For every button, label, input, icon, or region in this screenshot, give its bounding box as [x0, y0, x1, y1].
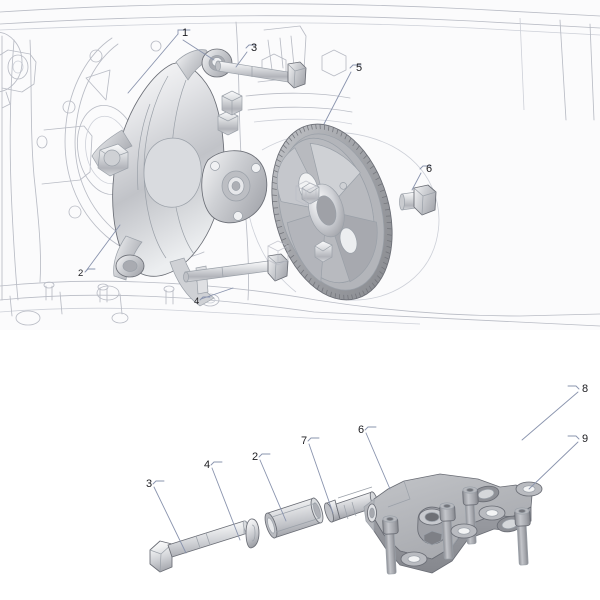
- leader-3: [235, 51, 248, 68]
- callout-label-9: 9: [582, 433, 588, 445]
- callout-label-4-bottom: 4: [204, 459, 210, 471]
- callouts-top: 1 3 5 6 2: [78, 27, 432, 307]
- leader-4-top: [200, 287, 234, 300]
- leader-5: [323, 71, 352, 125]
- pump-mount-ear-left: [97, 143, 129, 177]
- leader-2-top: [85, 224, 121, 272]
- leader-1-tick: [177, 29, 191, 35]
- callout-label-4-top: 4: [194, 296, 199, 307]
- pump-mount-ear-bottom: [115, 254, 145, 278]
- bracket-center-boss: [417, 506, 449, 546]
- block-nut-cluster: [267, 180, 317, 266]
- panel-water-pump-installed: 1 3 5 6 2: [0, 3, 600, 327]
- block-hex-boss: [221, 90, 243, 116]
- washer: [400, 551, 428, 567]
- panel-idler-bracket-exploded: 3 4 2 7 6 8: [0, 335, 600, 600]
- callout-label-8: 8: [582, 383, 588, 395]
- callout-label-2-bottom: 2: [252, 451, 258, 463]
- timing-gear: [271, 123, 393, 301]
- callout-label-7: 7: [301, 435, 307, 447]
- callout-label-6-top: 6: [426, 163, 432, 175]
- bottom-panel-artwork: 3 4 2 7 6 8: [146, 383, 588, 575]
- callout-label-5: 5: [356, 62, 362, 74]
- callout-label-3-top: 3: [251, 42, 257, 54]
- washer: [478, 505, 506, 521]
- flange-bolt-top: [215, 60, 307, 89]
- callout-label-2-top: 2: [78, 268, 83, 279]
- pump-pulley-flange: [201, 150, 268, 224]
- top-panel-artwork: 1 3 5 6 2: [0, 3, 600, 327]
- through-bolt: [183, 253, 289, 283]
- socket-head-cap-screw: [514, 507, 531, 566]
- callouts-bottom: 3 4 2 7 6 8: [146, 383, 588, 554]
- leader-1a: [127, 33, 179, 94]
- flat-washer: [245, 518, 260, 549]
- spacer-sleeve: [264, 497, 324, 539]
- water-pump-housing: [91, 48, 268, 307]
- callout-label-1: 1: [182, 27, 188, 39]
- pump-side-boss: [217, 110, 239, 136]
- socket-head-cap-screw: [382, 515, 399, 575]
- gear-retaining-bolt: [399, 184, 437, 216]
- callout-label-6-bottom: 6: [358, 424, 364, 436]
- gear-web-bolt: [314, 240, 333, 263]
- socket-head-cap-screw: [439, 502, 456, 560]
- callout-label-3-bottom: 3: [146, 478, 152, 490]
- washer: [450, 523, 478, 539]
- leader-1b: [182, 39, 215, 61]
- leader-6: [411, 172, 422, 191]
